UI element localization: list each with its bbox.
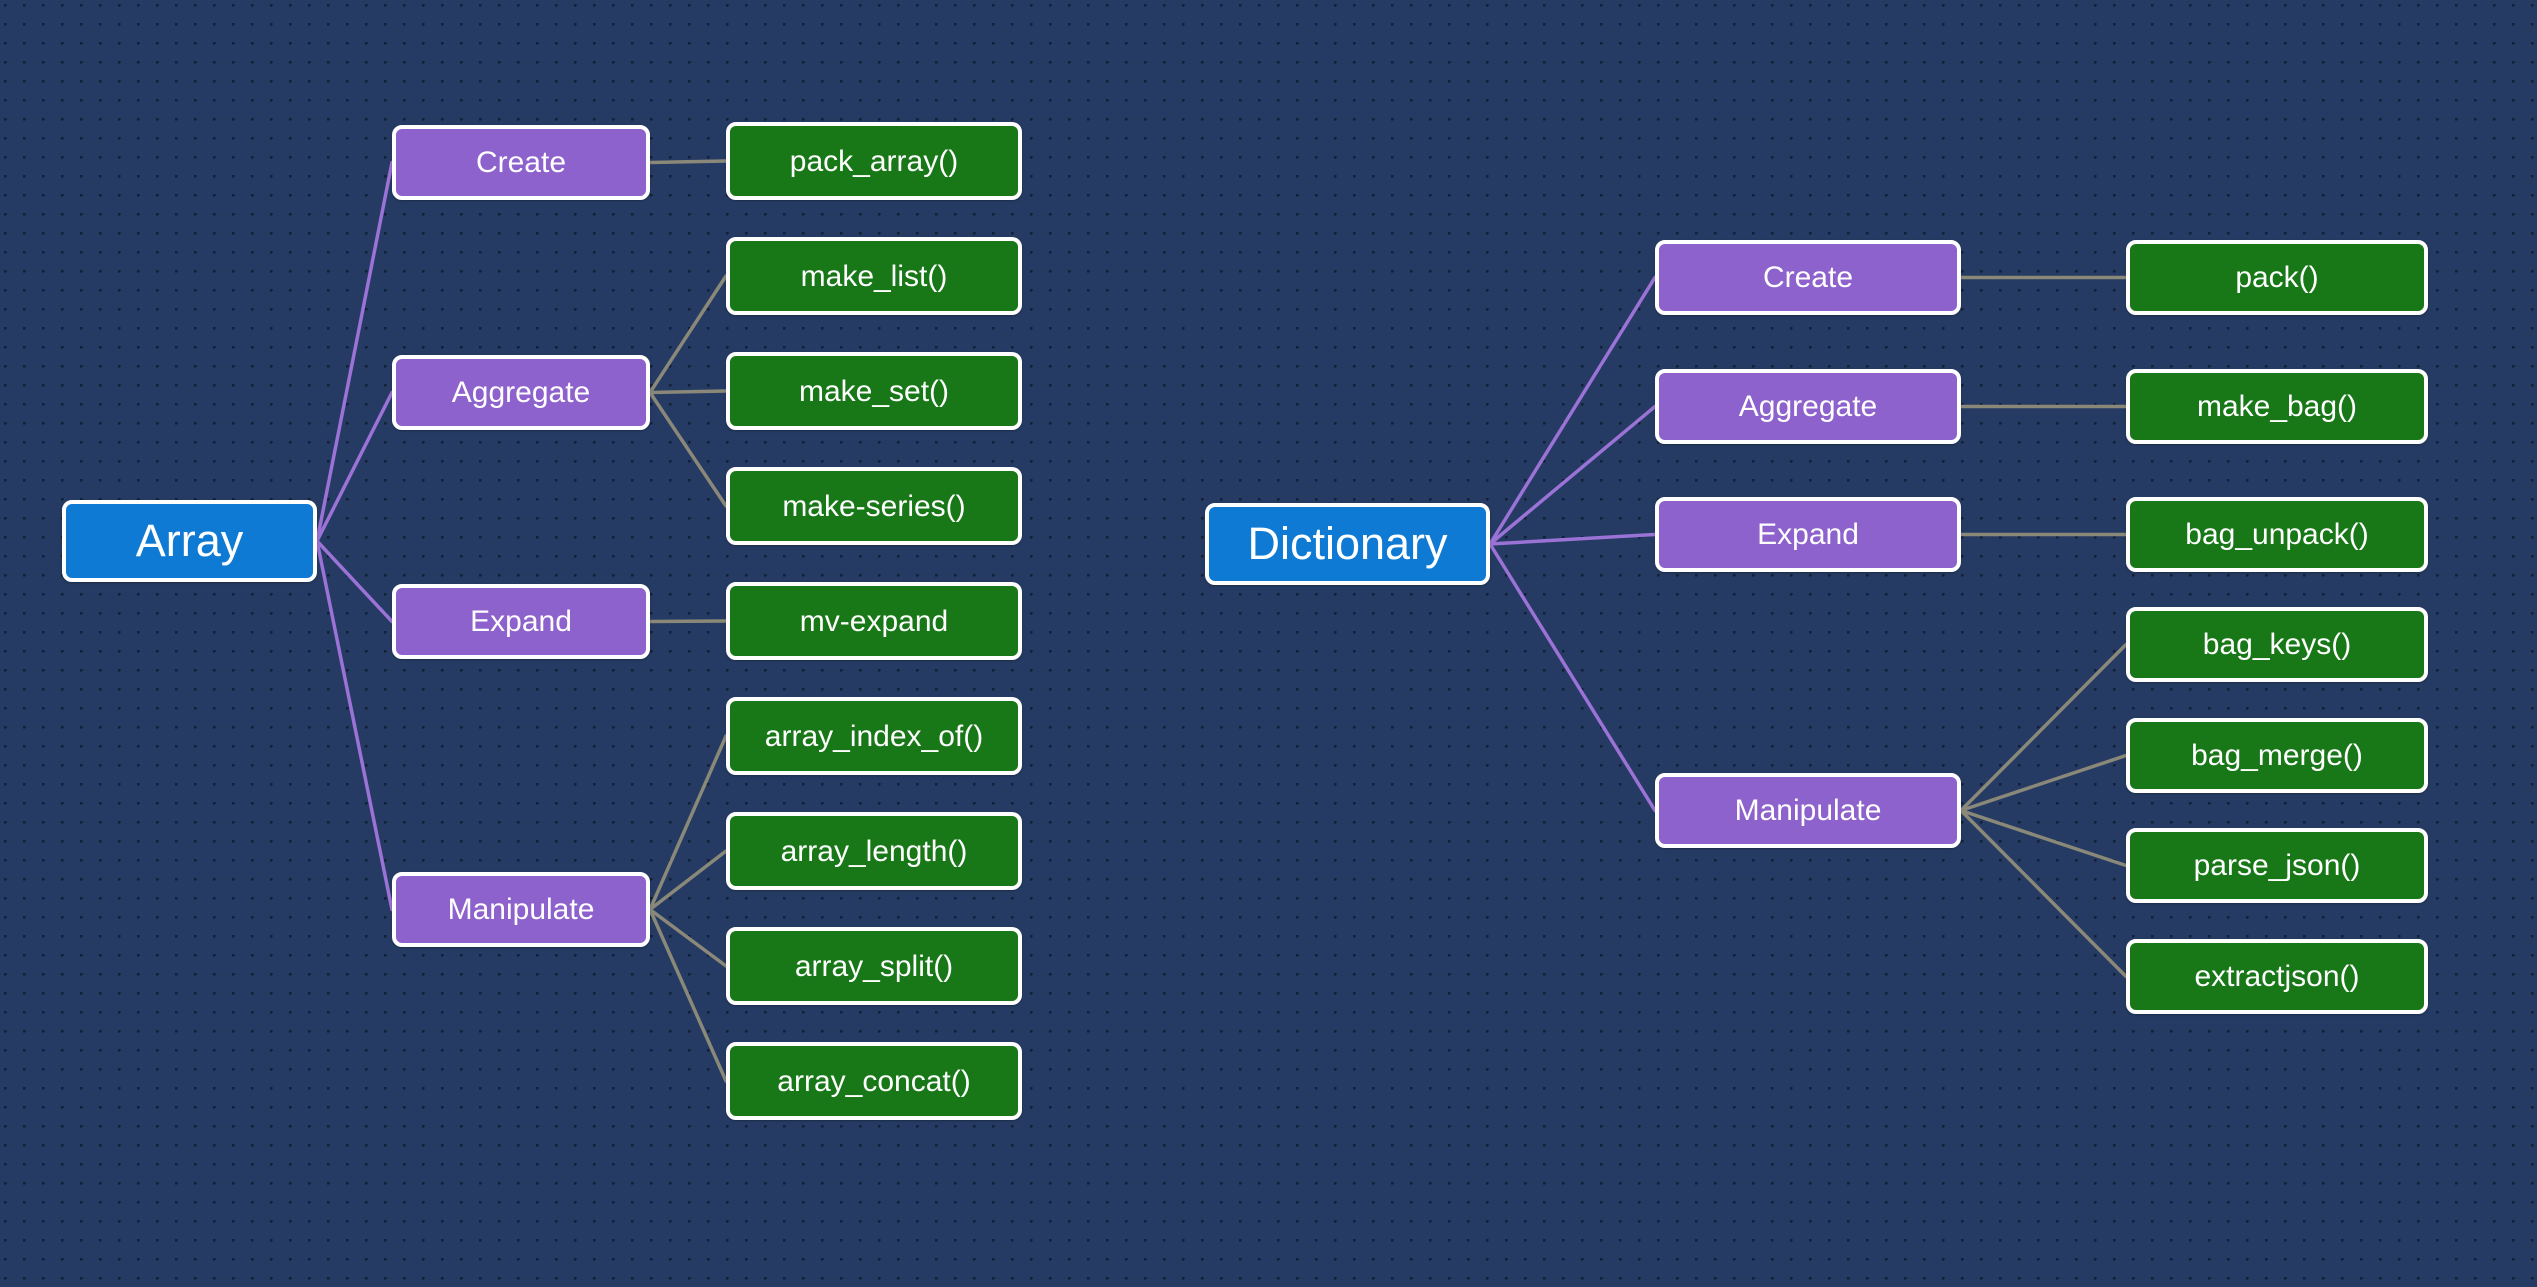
leaf-node-make-bag-label: make_bag(): [2196, 390, 2358, 423]
leaf-node-parse-json-label: parse_json(): [2193, 849, 2361, 882]
leaf-node-pack-label: pack(): [2235, 261, 2319, 294]
edge-root-to-aggregate-1: [1488, 404, 1657, 546]
category-node-dictionary-create[interactable]: Create: [1655, 240, 1961, 315]
edge-root-to-manipulate-1: [1488, 542, 1657, 813]
leaf-node-pack-array[interactable]: pack_array(): [726, 122, 1022, 200]
leaf-node-make-set[interactable]: make_set(): [726, 352, 1022, 430]
edge-manipulate-to-extractjson-1: [1959, 808, 2128, 979]
leaf-node-make-list[interactable]: make_list(): [726, 237, 1022, 315]
leaf-node-bag-keys-label: bag_keys(): [2202, 628, 2352, 661]
category-node-dictionary-expand-label: Expand: [1757, 518, 1859, 551]
edge-aggregate-to-make-set-0: [648, 389, 728, 395]
leaf-node-mv-expand-label: mv-expand: [799, 604, 949, 638]
root-node-dictionary-label: Dictionary: [1247, 518, 1448, 570]
category-node-array-create-label: Create: [475, 146, 567, 179]
leaf-node-make-series-label: make-series(): [782, 489, 966, 523]
edge-manipulate-to-bag-keys-1: [1959, 642, 2128, 813]
edge-root-to-expand-1: [1488, 532, 1657, 546]
edge-root-to-create-0: [315, 160, 394, 543]
leaf-node-array-split-label: array_split(): [794, 949, 954, 983]
edge-aggregate-to-make-list-0: [648, 274, 728, 395]
edge-manipulate-to-array-length-0: [648, 849, 728, 912]
category-node-dictionary-manipulate[interactable]: Manipulate: [1655, 773, 1961, 848]
leaf-node-mv-expand[interactable]: mv-expand: [726, 582, 1022, 660]
leaf-node-array-length-label: array_length(): [780, 834, 968, 868]
leaf-node-bag-keys[interactable]: bag_keys(): [2126, 607, 2428, 682]
leaf-node-array-concat-label: array_concat(): [777, 1064, 971, 1098]
leaf-node-make-set-label: make_set(): [798, 374, 950, 408]
category-node-array-expand[interactable]: Expand: [392, 584, 650, 659]
leaf-node-pack-array-label: pack_array(): [789, 144, 959, 178]
category-node-array-manipulate-label: Manipulate: [447, 893, 595, 926]
category-node-array-manipulate[interactable]: Manipulate: [392, 872, 650, 947]
category-node-array-create[interactable]: Create: [392, 125, 650, 200]
edge-aggregate-to-make-series-0: [648, 390, 728, 508]
category-node-dictionary-create-label: Create: [1762, 261, 1854, 294]
leaf-node-make-list-label: make_list(): [800, 259, 948, 293]
leaf-node-make-series[interactable]: make-series(): [726, 467, 1022, 545]
edge-manipulate-to-parse-json-1: [1959, 808, 2128, 868]
category-node-dictionary-aggregate-label: Aggregate: [1738, 390, 1878, 423]
edge-create-to-pack-array-0: [648, 159, 728, 165]
category-node-array-aggregate-label: Aggregate: [451, 376, 591, 409]
category-node-array-expand-label: Expand: [470, 605, 572, 638]
leaf-node-pack[interactable]: pack(): [2126, 240, 2428, 315]
edge-expand-to-mv-expand-0: [648, 619, 728, 624]
leaf-node-bag-merge-label: bag_merge(): [2191, 739, 2363, 772]
edge-root-to-expand-0: [315, 539, 394, 624]
leaf-node-array-index-of-label: array_index_of(): [764, 719, 984, 753]
leaf-node-array-split[interactable]: array_split(): [726, 927, 1022, 1005]
edge-manipulate-to-array-concat-0: [648, 907, 728, 1083]
leaf-node-extractjson-label: extractjson(): [2194, 960, 2360, 993]
leaf-node-bag-merge[interactable]: bag_merge(): [2126, 718, 2428, 793]
leaf-node-bag-unpack-label: bag_unpack(): [2185, 518, 2369, 551]
root-node-dictionary[interactable]: Dictionary: [1205, 503, 1490, 585]
edge-manipulate-to-array-split-0: [648, 907, 728, 968]
root-node-array[interactable]: Array: [62, 500, 317, 582]
category-node-dictionary-expand[interactable]: Expand: [1655, 497, 1961, 572]
edge-root-to-create-1: [1488, 275, 1657, 546]
category-node-dictionary-aggregate[interactable]: Aggregate: [1655, 369, 1961, 444]
edge-root-to-aggregate-0: [315, 390, 394, 543]
leaf-node-array-length[interactable]: array_length(): [726, 812, 1022, 890]
leaf-node-array-index-of[interactable]: array_index_of(): [726, 697, 1022, 775]
leaf-node-bag-unpack[interactable]: bag_unpack(): [2126, 497, 2428, 572]
leaf-node-extractjson[interactable]: extractjson(): [2126, 939, 2428, 1014]
edge-manipulate-to-bag-merge-1: [1959, 753, 2128, 813]
category-node-array-aggregate[interactable]: Aggregate: [392, 355, 650, 430]
edge-root-to-manipulate-0: [315, 539, 394, 912]
leaf-node-array-concat[interactable]: array_concat(): [726, 1042, 1022, 1120]
edge-manipulate-to-array-index-of-0: [648, 734, 728, 912]
leaf-node-parse-json[interactable]: parse_json(): [2126, 828, 2428, 903]
leaf-node-make-bag[interactable]: make_bag(): [2126, 369, 2428, 444]
root-node-array-label: Array: [135, 515, 244, 567]
category-node-dictionary-manipulate-label: Manipulate: [1734, 794, 1882, 827]
